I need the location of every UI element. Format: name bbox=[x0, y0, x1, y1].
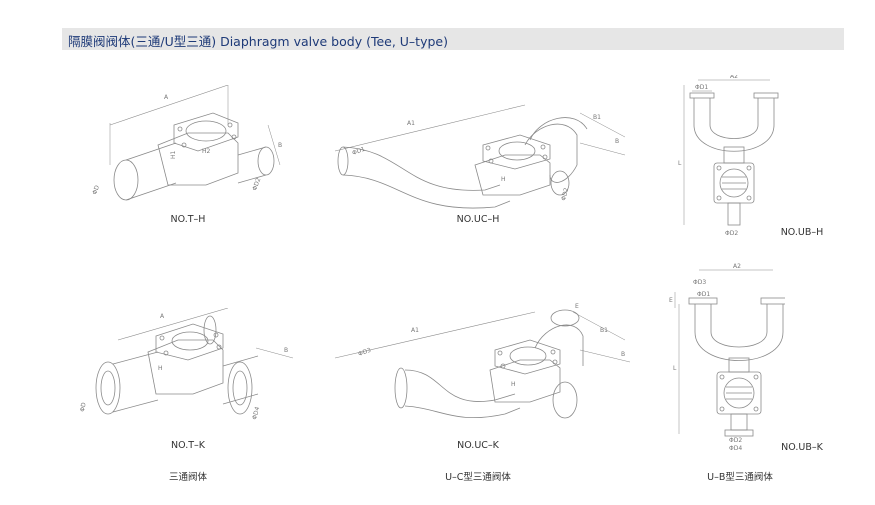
caption-uc-tee-valve-body: U–C型三通阀体 bbox=[445, 472, 511, 483]
caption-tee-valve-body: 三通阀体 bbox=[168, 472, 208, 483]
diagram-label-ub-h: NO.UB–H bbox=[780, 227, 824, 238]
svg-text:H1: H1 bbox=[170, 150, 177, 159]
svg-text:ΦD1: ΦD1 bbox=[351, 146, 366, 157]
section-header-bar: 隔膜阀阀体(三通/U型三通) Diaphragm valve body (Tee… bbox=[62, 28, 844, 50]
svg-text:B: B bbox=[615, 138, 619, 145]
svg-text:B: B bbox=[621, 351, 625, 358]
svg-text:E: E bbox=[669, 297, 673, 304]
svg-text:A: A bbox=[164, 94, 169, 101]
diagram-t-k: A B ΦD ΦD4 H bbox=[78, 308, 298, 433]
svg-text:ΦD2: ΦD2 bbox=[251, 177, 262, 192]
diagram-label-uc-h: NO.UC–H bbox=[456, 214, 500, 225]
diagram-t-h: A B H1 ΦD ΦD2 H2 bbox=[88, 85, 288, 215]
svg-text:L: L bbox=[673, 365, 677, 372]
svg-text:A2: A2 bbox=[733, 263, 741, 270]
svg-text:ΦD1: ΦD1 bbox=[695, 84, 708, 91]
svg-text:A2: A2 bbox=[730, 75, 738, 80]
svg-text:A1: A1 bbox=[407, 120, 415, 127]
svg-text:ΦD2: ΦD2 bbox=[725, 230, 738, 237]
diagram-uc-k: A1 E B1 B ΦD3 H bbox=[325, 300, 635, 425]
svg-text:E: E bbox=[575, 303, 579, 310]
svg-text:ΦD1: ΦD1 bbox=[697, 291, 710, 298]
svg-text:ΦD: ΦD bbox=[79, 402, 88, 413]
diagram-label-t-h: NO.T–H bbox=[170, 214, 206, 225]
diagram-label-ub-k: NO.UB–K bbox=[781, 442, 823, 453]
svg-text:A: A bbox=[160, 313, 165, 320]
section-title: 隔膜阀阀体(三通/U型三通) Diaphragm valve body (Tee… bbox=[68, 34, 448, 49]
svg-text:B: B bbox=[278, 142, 282, 149]
svg-text:H: H bbox=[501, 176, 506, 183]
svg-text:ΦD3: ΦD3 bbox=[357, 347, 372, 358]
diagram-uc-h: A1 B1 B ΦD1 ΦD2 H bbox=[325, 95, 635, 215]
svg-text:B: B bbox=[284, 347, 288, 354]
svg-text:B1: B1 bbox=[600, 327, 608, 334]
svg-text:ΦD2: ΦD2 bbox=[729, 437, 742, 444]
svg-text:A1: A1 bbox=[411, 327, 419, 334]
svg-text:H2: H2 bbox=[202, 148, 211, 155]
svg-text:ΦD: ΦD bbox=[91, 184, 101, 196]
diagram-ub-h: A2 ΦD1 L ΦD2 bbox=[670, 75, 780, 240]
svg-text:B1: B1 bbox=[593, 114, 601, 121]
svg-text:ΦD4: ΦD4 bbox=[729, 445, 742, 452]
svg-text:ΦD3: ΦD3 bbox=[693, 279, 706, 286]
diagram-ub-k: A2 ΦD3 ΦD1 E L ΦD2 ΦD4 bbox=[665, 262, 785, 452]
svg-text:L: L bbox=[678, 160, 682, 167]
svg-text:ΦD2: ΦD2 bbox=[560, 187, 570, 202]
caption-ub-tee-valve-body: U–B型三通阀体 bbox=[707, 472, 773, 483]
diagram-label-uc-k: NO.UC–K bbox=[457, 440, 499, 451]
diagram-label-t-k: NO.T–K bbox=[170, 440, 206, 451]
svg-text:ΦD4: ΦD4 bbox=[251, 406, 261, 421]
svg-text:H: H bbox=[511, 381, 516, 388]
svg-text:H: H bbox=[158, 365, 163, 372]
